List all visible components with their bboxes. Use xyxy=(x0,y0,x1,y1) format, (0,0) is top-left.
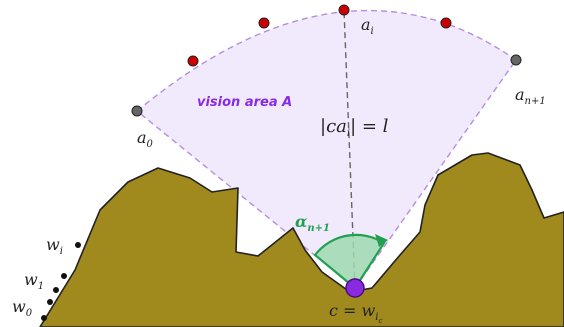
point-w0 xyxy=(41,315,47,321)
point-red-1 xyxy=(187,55,199,67)
point-w-b xyxy=(53,287,59,293)
label-ai: ai xyxy=(361,15,374,37)
apex-label: c = wic xyxy=(329,301,382,325)
point-red-2 xyxy=(258,17,270,29)
label-w1: w1 xyxy=(24,270,44,292)
label-a0: a0 xyxy=(137,128,154,150)
label-wi: wi xyxy=(46,235,63,257)
vision-area-sector xyxy=(137,10,516,288)
point-a0 xyxy=(131,105,143,117)
label-w0: w0 xyxy=(12,297,33,319)
point-ai xyxy=(338,4,350,16)
length-line xyxy=(343,9,356,289)
vision-area-arc xyxy=(136,9,517,112)
point-w1 xyxy=(61,273,67,279)
sector-left-edge xyxy=(136,110,356,289)
sector-right-edge xyxy=(354,59,517,289)
point-red-3 xyxy=(440,17,452,29)
angle-label: αn+1 xyxy=(295,212,330,234)
angle-arrowhead xyxy=(375,234,388,247)
point-w-a xyxy=(47,299,53,305)
apex-point xyxy=(345,278,365,298)
length-label: |cai| = l xyxy=(320,116,389,139)
label-an1: an+1 xyxy=(515,85,546,107)
point-an1 xyxy=(510,54,522,66)
point-wi xyxy=(75,242,81,248)
vision-area-label: vision area A xyxy=(197,95,292,110)
